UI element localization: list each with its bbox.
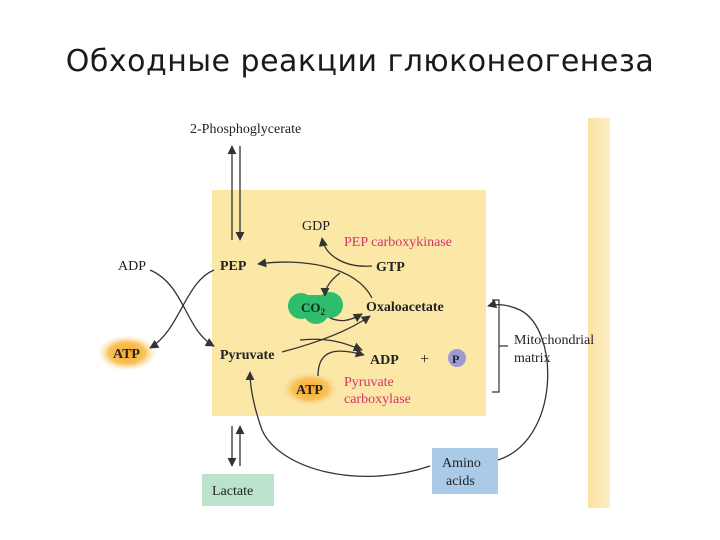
amino-acids-box: [432, 448, 498, 494]
arrow-adp-to-pyruvate: [149, 269, 215, 347]
label-pyruvate: Pyruvate: [220, 348, 274, 363]
label-gdp: GDP: [302, 219, 330, 234]
arrow-atp-to-adp: [317, 348, 365, 377]
co2-molecule: CO2: [288, 292, 343, 324]
label-lactate: Lactate: [212, 484, 253, 499]
arrow-pyruvate-to-oxaloacetate: [281, 315, 371, 353]
label-pep: PEP: [220, 259, 247, 274]
arrow-amino-acids-to-pyruvate: [245, 371, 431, 477]
label-adp-left: ADP: [118, 259, 146, 274]
label-mitochondrial-2: matrix: [514, 351, 551, 366]
arrow-pep-to-atp: [149, 269, 215, 349]
label-acids: acids: [446, 474, 475, 489]
phosphate-circle: [448, 349, 466, 367]
label-plus: +: [420, 351, 429, 368]
label-gtp: GTP: [376, 260, 405, 275]
arrow-gtp-to-gdp: [318, 237, 373, 267]
atp-center-glow: [280, 371, 340, 407]
label-oxaloacetate: Oxaloacetate: [366, 300, 444, 315]
label-pep-carboxykinase: PEP carboxykinase: [344, 235, 452, 250]
slide-title: Обходные реакции глюконеогенеза: [65, 44, 655, 79]
mitochondrial-matrix-region: [212, 190, 486, 416]
label-pyruvate-carboxylase-2: carboxylase: [344, 392, 411, 407]
label-adp-right: ADP: [370, 353, 399, 368]
label-2-phosphoglycerate: 2-Phosphoglycerate: [190, 122, 301, 137]
label-amino: Amino: [442, 456, 481, 471]
arrow-amino-acids-to-oxaloacetate: [487, 299, 549, 461]
label-atp-left: ATP: [113, 347, 140, 362]
arrow-co2-into-carboxylation: [329, 313, 363, 323]
label-phosphate: P: [452, 352, 459, 366]
mitochondrial-membrane-bar: [588, 118, 610, 508]
lactate-box: [202, 474, 274, 506]
arrow-oxaloacetate-to-pep: [257, 258, 373, 299]
label-atp-center: ATP: [296, 383, 323, 398]
matrix-bracket: [492, 299, 508, 393]
label-mitochondrial-1: Mitochondrial: [514, 333, 594, 348]
arrow-pyruvate-to-adp: [299, 338, 363, 352]
label-co2: CO2: [301, 300, 326, 317]
arrow-co2-release: [320, 272, 341, 297]
label-pyruvate-carboxylase-1: Pyruvate: [344, 375, 394, 390]
atp-left-glow: [97, 335, 157, 371]
